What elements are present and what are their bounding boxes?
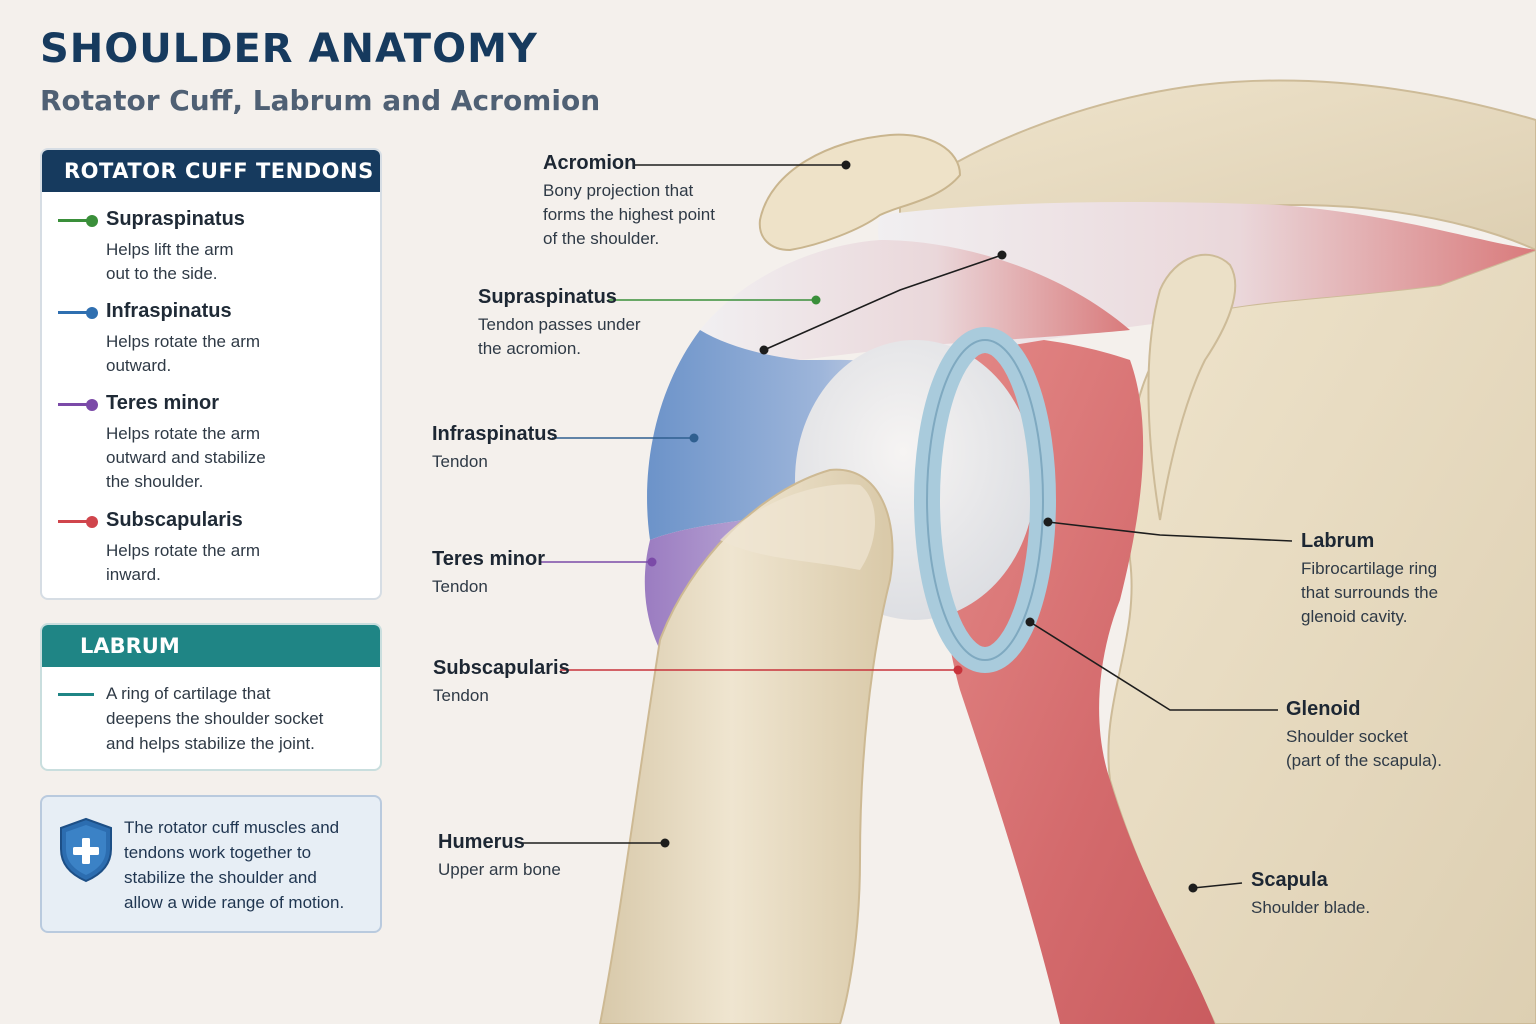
callout-name: Glenoid — [1286, 698, 1361, 720]
callout-description: Fibrocartilage ring that surrounds the g… — [1301, 559, 1439, 626]
callout-teres-minor: Teres minor Tendon — [432, 548, 545, 599]
legend-item-description: Helps rotate the arm outward. — [106, 332, 261, 375]
page-subtitle: Rotator Cuff, Labrum and Acromion — [40, 84, 601, 117]
callout-description: Tendon — [432, 577, 488, 596]
callout-name: Labrum — [1301, 530, 1375, 552]
legend-item-name: Teres minor — [106, 392, 219, 414]
callout-labrum: Labrum Fibrocartilage ring that surround… — [1301, 530, 1438, 629]
labrum-legend-marker — [58, 693, 94, 696]
callout-name: Subscapularis — [433, 657, 570, 679]
callout-description: Upper arm bone — [438, 860, 561, 879]
legend-marker — [58, 515, 98, 528]
callout-name: Humerus — [438, 831, 525, 853]
callout-description: Shoulder socket (part of the scapula). — [1286, 727, 1442, 770]
callout-name: Teres minor — [432, 548, 545, 570]
leader-dots — [647, 160, 1198, 893]
callout-description: Bony projection that forms the highest p… — [543, 181, 715, 248]
page-title: SHOULDER ANATOMY — [40, 26, 538, 72]
callout-infraspinatus: Infraspinatus Tendon — [432, 423, 558, 474]
rotator-cuff-card: ROTATOR CUFF TENDONS Supraspinatus Helps… — [40, 148, 382, 600]
rotator-cuff-card-title: ROTATOR CUFF TENDONS — [42, 150, 380, 192]
legend-marker — [58, 214, 98, 227]
callout-subscapularis: Subscapularis Tendon — [433, 657, 570, 708]
labrum-card: LABRUM A ring of cartilage that deepens … — [40, 623, 382, 771]
callout-name: Supraspinatus — [478, 286, 617, 308]
legend-item-name: Supraspinatus — [106, 208, 245, 230]
legend-item-name: Subscapularis — [106, 509, 243, 531]
callout-humerus: Humerus Upper arm bone — [438, 831, 561, 882]
acromion-bone — [758, 133, 962, 252]
callout-scapula: Scapula Shoulder blade. — [1251, 869, 1370, 920]
legend-marker — [58, 306, 98, 319]
coracoid-process — [1147, 253, 1237, 521]
legend-marker — [58, 398, 98, 411]
callout-description: Tendon passes under the acromion. — [478, 315, 641, 358]
leader-lines — [522, 164, 1293, 889]
callout-description: Tendon — [433, 686, 489, 705]
info-note-text: The rotator cuff muscles and tendons wor… — [124, 818, 345, 912]
callout-name: Acromion — [543, 152, 637, 174]
legend-item-description: Helps rotate the arm outward and stabili… — [106, 424, 266, 491]
legend-item-description: Helps rotate the arm inward. — [106, 541, 261, 584]
shield-plus-icon — [60, 817, 112, 883]
callout-name: Scapula — [1251, 869, 1328, 891]
legend-item-description: Helps lift the arm out to the side. — [106, 240, 234, 283]
callout-name: Infraspinatus — [432, 423, 558, 445]
labrum-ring-edge — [926, 339, 1044, 661]
callout-glenoid: Glenoid Shoulder socket (part of the sca… — [1286, 698, 1442, 773]
labrum-card-description: A ring of cartilage that deepens the sho… — [106, 684, 324, 753]
legend-item-name: Infraspinatus — [106, 300, 232, 322]
callout-acromion: Acromion Bony projection that forms the … — [543, 152, 715, 251]
info-note: The rotator cuff muscles and tendons wor… — [40, 795, 382, 933]
humerus-bone — [598, 468, 894, 1024]
callout-description: Shoulder blade. — [1251, 898, 1371, 917]
callout-description: Tendon — [432, 452, 488, 471]
callout-supraspinatus: Supraspinatus Tendon passes under the ac… — [478, 286, 641, 361]
greater-tubercle — [720, 484, 875, 570]
labrum-card-title: LABRUM — [42, 625, 380, 667]
